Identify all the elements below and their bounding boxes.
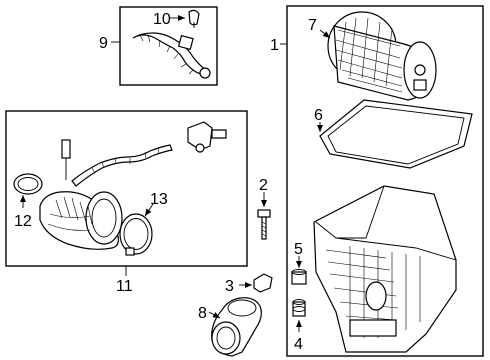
callout-2: 2 [259, 177, 268, 194]
callout-4: 4 [294, 336, 303, 353]
hose-assembly-group: 10 9 [99, 6, 218, 86]
air-cleaner-housing-part [313, 185, 457, 353]
duct-clamp-small-part [13, 173, 43, 195]
hose-clip-part [188, 9, 200, 28]
intake-duct-part [39, 191, 123, 250]
air-cleaner-box [286, 5, 484, 357]
callout-13: 13 [150, 191, 168, 208]
intake-group-box [5, 110, 248, 267]
callout-8: 8 [198, 305, 207, 322]
grommet-part [291, 269, 307, 285]
callout-10: 10 [153, 11, 171, 28]
breather-hose-part [132, 32, 211, 79]
callout-1: 1 [270, 37, 279, 54]
callout-11: 11 [116, 278, 133, 295]
callout-9: 9 [99, 35, 108, 52]
callout-5: 5 [294, 241, 303, 258]
air-filter-part [327, 11, 437, 101]
intake-duct-group: 11 12 [5, 110, 248, 295]
duct-clamp-large-part [119, 213, 153, 256]
air-cleaner-assembly-group: 1 7 6 [270, 5, 484, 357]
callout-12: 12 [14, 213, 32, 230]
callout-6: 6 [314, 107, 323, 124]
insulator-part [292, 299, 306, 317]
retaining-clip-part [253, 273, 273, 293]
sensor-hose-part [61, 121, 227, 187]
intake-elbow-part [211, 297, 262, 357]
filter-element-part [319, 99, 473, 169]
callout-7: 7 [308, 17, 317, 34]
mounting-bolt-part [257, 209, 271, 240]
hose-group-box [119, 6, 218, 86]
callout-3: 3 [225, 278, 234, 295]
